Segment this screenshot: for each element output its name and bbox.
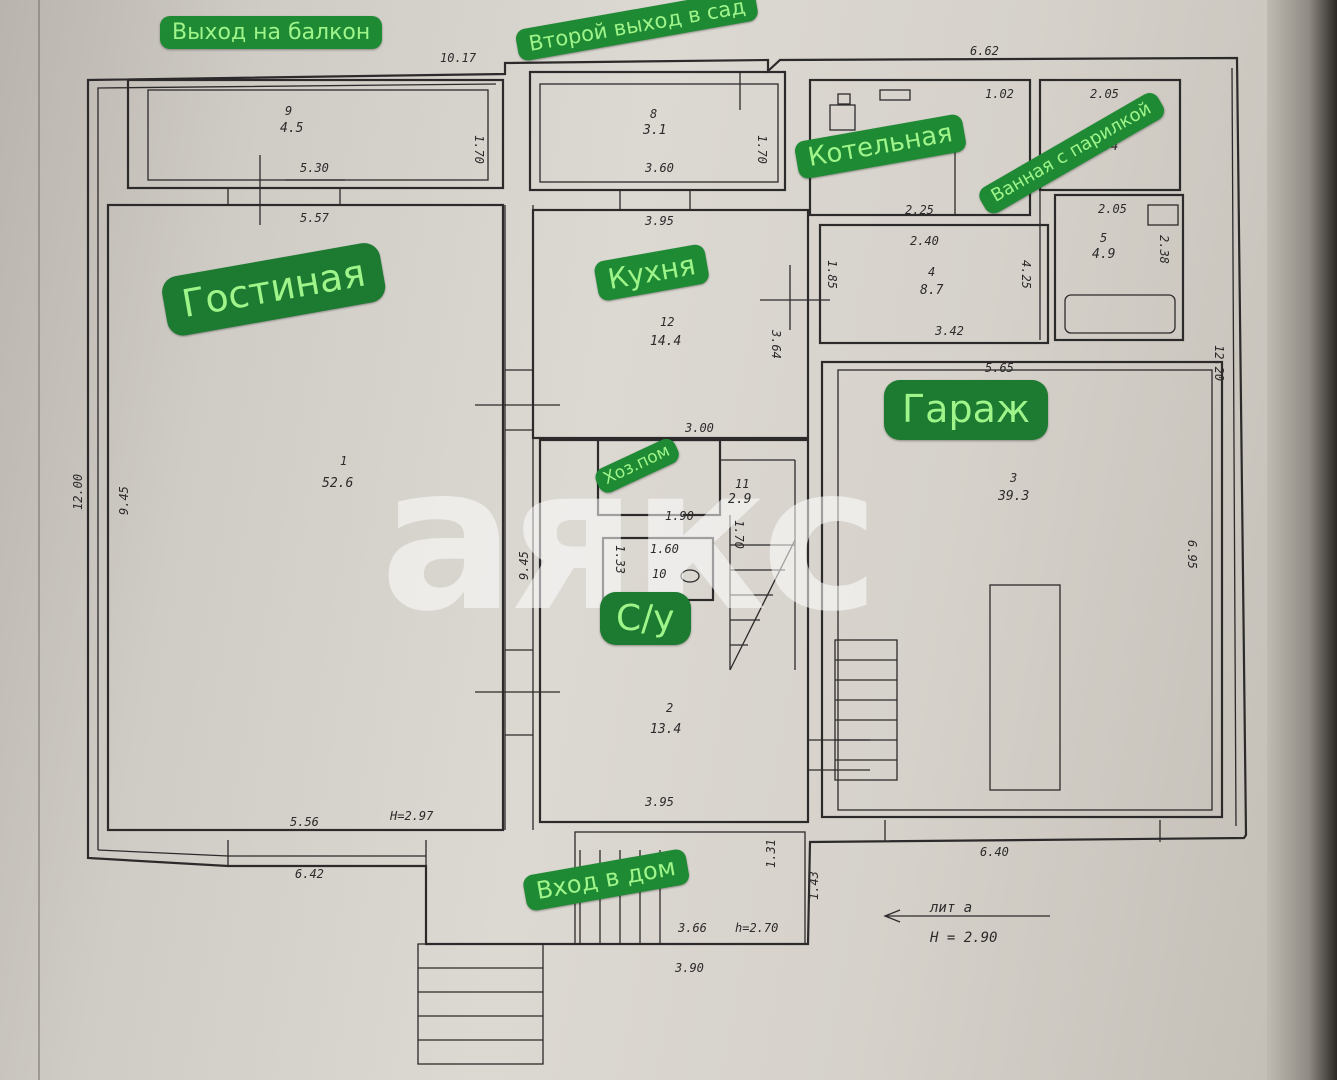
room-3-number: 3 <box>1009 471 1017 485</box>
room-12-area: 14.4 <box>650 334 681 349</box>
label-balcony-exit: Выход на балкон <box>160 16 383 50</box>
room-3-area: 39.3 <box>997 489 1029 504</box>
dim-garage-top: 5.65 <box>985 361 1014 375</box>
label-garage: Гараж <box>884 380 1049 440</box>
dim-bath-top: 2.05 <box>1090 87 1119 101</box>
room-2-number: 2 <box>666 701 673 715</box>
room-1-area: 52.6 <box>322 476 353 491</box>
dim-top-right: 6.62 <box>970 44 999 58</box>
room-5-number: 5 <box>1100 231 1107 245</box>
dim-left-total: 12.00 <box>71 474 85 510</box>
room-5-area: 4.9 <box>1092 247 1115 262</box>
dim-height-main: H=2.97 <box>389 809 434 823</box>
dim-room4-left: 1.85 <box>825 260 839 289</box>
dim-garden-width: 3.60 <box>644 161 674 175</box>
stamp-title: лит а <box>929 900 972 916</box>
room-12-number: 12 <box>660 315 674 329</box>
front-steps <box>417 943 544 1065</box>
dim-outer-left-bottom: 6.42 <box>295 867 324 881</box>
dim-porch-outer-width: 3.90 <box>674 961 704 975</box>
dim-balcony-depth: 1.70 <box>472 135 486 164</box>
room-3-outline <box>820 360 1224 819</box>
dim-right-total: 12.20 <box>1212 345 1226 381</box>
room-9-number: 9 <box>285 104 292 118</box>
room-5-outline <box>1053 193 1185 342</box>
room-8-number: 8 <box>650 107 657 121</box>
dim-boiler-inner: 2.25 <box>905 203 934 217</box>
dim-boiler-top: 1.02 <box>985 87 1014 101</box>
dim-room4-right: 4.25 <box>1019 260 1033 289</box>
dim-bath-inner: 2.05 <box>1098 202 1127 216</box>
room-9-area: 4.5 <box>280 121 304 136</box>
stamp-height: Н = 2.90 <box>929 930 997 946</box>
dim-wc-width: 1.60 <box>650 542 679 556</box>
room-2-area: 13.4 <box>650 722 681 737</box>
room-11-number: 11 <box>735 477 749 491</box>
dim-room5-right: 2.38 <box>1157 235 1171 264</box>
room-4-number: 4 <box>928 265 935 279</box>
room-9-outline <box>126 78 505 190</box>
garage-pit <box>989 584 1061 791</box>
room-10-number: 10 <box>652 567 666 581</box>
dim-balcony-width: 5.30 <box>300 161 329 175</box>
room-4-outline <box>818 223 1050 345</box>
room-4-area: 8.7 <box>920 283 944 298</box>
dim-storage-width: 1.90 <box>665 509 694 523</box>
room-1-outline <box>106 203 505 832</box>
room-11-area: 2.9 <box>728 492 751 507</box>
dim-garage-bottom: 6.40 <box>980 845 1009 859</box>
dim-garden-depth: 1.70 <box>755 135 769 164</box>
room-3-inner <box>837 369 1213 811</box>
staircase <box>729 515 796 671</box>
dim-garage-right: 6.95 <box>1185 540 1199 569</box>
dim-porch-height: h=2.70 <box>735 921 778 935</box>
paper-fold <box>38 0 40 1080</box>
dim-porch-width: 3.66 <box>677 921 707 935</box>
room-8-outline <box>528 70 787 192</box>
dim-kitchen-bottom: 3.00 <box>684 421 714 435</box>
dim-living-bottom: 5.56 <box>290 815 319 829</box>
dim-living-left: 9.45 <box>117 486 131 515</box>
label-wc: С/у <box>600 592 691 646</box>
dim-hall-bottom: 3.95 <box>644 795 674 809</box>
sheet-edge <box>1267 0 1337 1080</box>
room-8-inner <box>539 83 779 183</box>
stamp-arrow <box>883 909 1050 923</box>
dim-storage-depth: 1.70 <box>732 520 746 549</box>
room-1-number: 1 <box>340 454 347 468</box>
dim-kitchen-top: 3.95 <box>644 214 674 228</box>
dim-porch-outer: 1.43 <box>807 871 821 900</box>
dim-wc-depth: 1.33 <box>613 545 627 574</box>
dim-top-left: 10.17 <box>440 51 477 65</box>
dim-living-right: 9.45 <box>517 551 531 580</box>
dim-porch-depth: 1.31 <box>764 839 778 868</box>
dim-room4-top: 2.40 <box>910 234 939 248</box>
dim-kitchen-right: 3.64 <box>769 329 783 359</box>
dim-room4-bottom: 3.42 <box>934 324 964 338</box>
dim-living-top: 5.57 <box>300 211 330 225</box>
room-8-area: 3.1 <box>642 123 666 138</box>
